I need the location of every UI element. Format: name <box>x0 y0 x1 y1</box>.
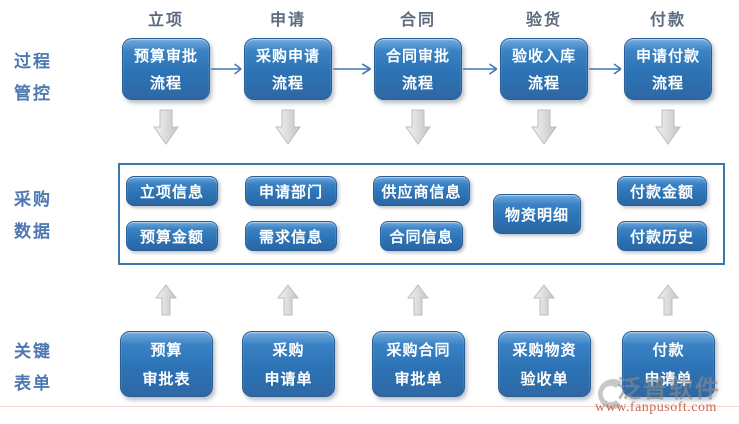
up-arrow-icon <box>657 284 679 316</box>
right-arrow-icon <box>333 63 372 75</box>
column-header: 验货 <box>525 10 562 29</box>
divider <box>0 406 739 407</box>
form-node: 采购物资 验收单 <box>498 331 591 397</box>
down-arrow-icon <box>405 109 431 145</box>
row-label-process: 过程 管控 <box>14 52 52 104</box>
row-label-data: 采购 数据 <box>14 190 52 242</box>
data-item-pill: 付款历史 <box>617 221 707 251</box>
down-arrow-icon <box>531 109 557 145</box>
form-node: 采购 申请单 <box>242 331 335 397</box>
fanpu-logo-icon <box>598 379 622 409</box>
up-arrow-icon <box>155 284 177 316</box>
column-header: 立项 <box>147 10 184 29</box>
data-item-pill: 申请部门 <box>245 176 337 206</box>
right-arrow-icon <box>589 63 622 75</box>
right-arrow-icon <box>463 63 498 75</box>
up-arrow-icon <box>277 284 299 316</box>
watermark: 泛普软件 www.fanpusoft.com <box>594 371 739 423</box>
data-item-pill: 物资明细 <box>493 194 581 234</box>
down-arrow-icon <box>655 109 681 145</box>
right-arrow-icon <box>210 63 242 75</box>
column-header: 合同 <box>399 10 436 29</box>
down-arrow-icon <box>153 109 179 145</box>
form-node: 采购合同 审批单 <box>372 331 465 397</box>
data-item-pill: 付款金额 <box>617 176 707 206</box>
process-node: 采购申请 流程 <box>244 38 332 100</box>
up-arrow-icon <box>407 284 429 316</box>
watermark-brand: 泛普软件 <box>617 375 721 403</box>
column-header: 申请 <box>269 10 306 29</box>
process-node: 申请付款 流程 <box>624 38 712 100</box>
process-node: 预算审批 流程 <box>122 38 210 100</box>
data-item-pill: 需求信息 <box>245 221 337 251</box>
process-node: 合同审批 流程 <box>374 38 462 100</box>
up-arrow-icon <box>533 284 555 316</box>
data-item-pill: 立项信息 <box>126 176 218 206</box>
process-node: 验收入库 流程 <box>500 38 588 100</box>
down-arrow-icon <box>275 109 301 145</box>
data-item-pill: 供应商信息 <box>373 176 470 206</box>
form-node: 预算 审批表 <box>120 331 213 397</box>
data-item-pill: 预算金额 <box>126 221 218 251</box>
column-header: 付款 <box>649 10 686 29</box>
data-item-pill: 合同信息 <box>380 221 463 251</box>
watermark-url: www.fanpusoft.com <box>595 400 717 415</box>
row-label-forms: 关键 表单 <box>14 342 52 394</box>
form-node: 付款 申请单 <box>622 331 715 397</box>
